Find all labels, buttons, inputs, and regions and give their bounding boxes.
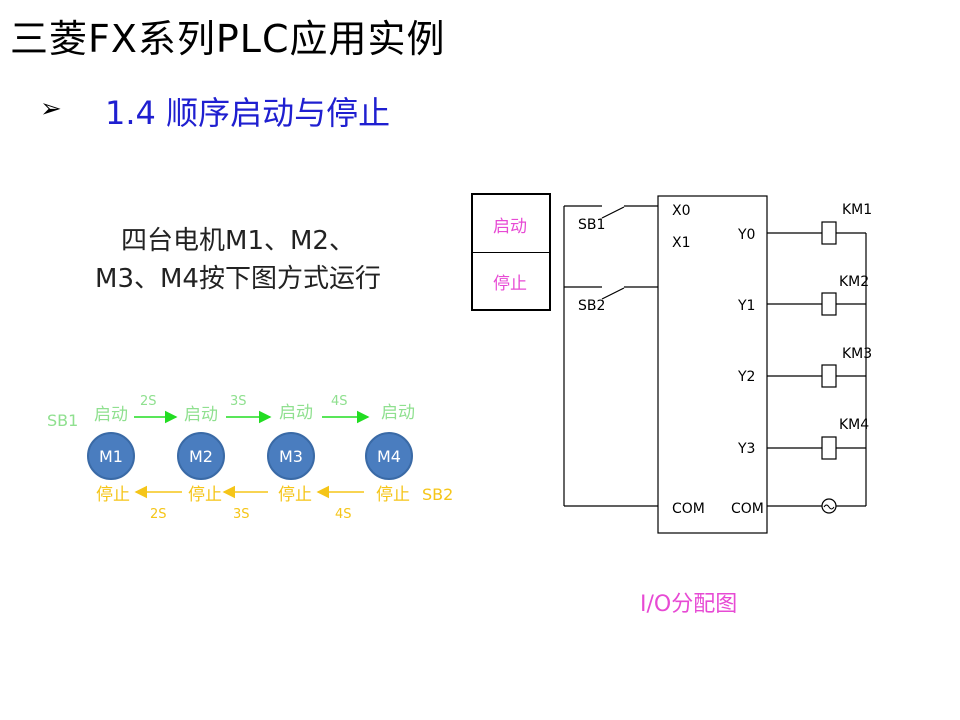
x0-label: X0 [672,203,691,219]
stop-delay-3: 4S [335,507,352,522]
control-panel [471,193,551,311]
stop-label-2: 停止 [188,485,222,505]
stop-delay-2: 3S [233,507,250,522]
motor-label: M4 [377,447,401,466]
sb1-switch [601,206,625,219]
motors-group: M1 M2 M3 M4 [87,432,413,480]
panel-divider [473,252,549,253]
io-diagram-caption: I/O分配图 [640,592,738,617]
plc-body [657,195,768,534]
km2-label: KM2 [839,274,869,290]
motor-m1: M1 [87,432,135,480]
coil-km3 [821,364,837,388]
y3-label: Y3 [737,441,755,457]
y2-label: Y2 [737,369,755,385]
sb1-label: SB1 [47,411,78,430]
start-label-4: 启动 [381,403,415,423]
stop-label-4: 停止 [376,485,410,505]
motor-label: M2 [189,447,213,466]
stop-delay-1: 2S [150,507,167,522]
start-label-1: 启动 [94,405,128,425]
com-right-label: COM [731,501,764,517]
description: 四台电机M1、M2、 M3、M4按下图方式运行 [78,222,398,298]
wiring [563,195,867,534]
km3-label: KM3 [842,346,872,362]
km4-label: KM4 [839,417,869,433]
y1-label: Y1 [737,298,755,314]
start-label-3: 启动 [279,403,313,423]
motor-m4: M4 [365,432,413,480]
coil-km2 [821,292,837,316]
bullet-arrow-icon: ➢ [40,94,62,124]
motor-m3: M3 [267,432,315,480]
start-delay-3: 4S [331,394,348,409]
stop-label-3: 停止 [278,485,312,505]
com-left-label: COM [672,501,705,517]
motor-m2: M2 [177,432,225,480]
sb2-switch [601,287,625,300]
sb2-label: SB2 [422,485,453,504]
sb2-wire-label: SB2 [578,298,605,314]
coil-km4 [821,436,837,460]
description-line-2: M3、M4按下图方式运行 [95,264,381,294]
motor-label: M3 [279,447,303,466]
coil-km1 [821,221,837,245]
start-label-2: 启动 [184,405,218,425]
page-title: 三菱FX系列PLC应用实例 [10,17,446,61]
sb1-wire-label: SB1 [578,217,605,233]
section-heading: 1.4 顺序启动与停止 [105,94,391,132]
start-delay-1: 2S [140,394,157,409]
motor-label: M1 [99,447,123,466]
y0-label: Y0 [737,227,755,243]
x1-label: X1 [672,235,691,251]
start-button[interactable]: 启动 [493,216,527,237]
start-delay-2: 3S [230,394,247,409]
stop-label-1: 停止 [96,485,130,505]
stop-button[interactable]: 停止 [493,273,527,294]
description-line-1: 四台电机M1、M2、 [121,226,355,256]
km1-label: KM1 [842,202,872,218]
